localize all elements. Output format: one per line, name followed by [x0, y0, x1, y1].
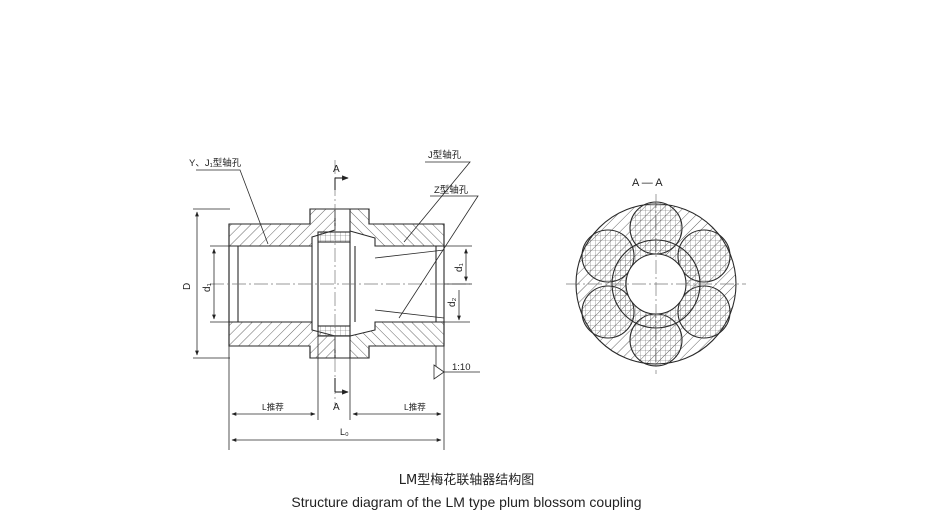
right-hub-lower-section	[349, 321, 445, 359]
elastic-element-upper	[317, 231, 351, 243]
label-taper: 1:10	[452, 362, 471, 373]
label-dim-D: D	[182, 283, 193, 290]
label-section-title: A — A	[632, 177, 663, 189]
label-dim-L-right: L推荐	[404, 402, 426, 412]
cross-section-view	[566, 194, 746, 374]
label-dim-d2: d₂	[447, 297, 458, 307]
label-bore-z: Z型轴孔	[434, 184, 469, 196]
label-section-top: A	[333, 164, 340, 175]
label-section-bottom: A	[333, 402, 340, 413]
right-hub-upper-section	[349, 208, 445, 247]
elastic-element-lower	[317, 325, 351, 337]
label-dim-L-left: L推荐	[262, 402, 284, 412]
label-dim-d1-right: d₁	[454, 262, 465, 272]
label-dim-d1-left: d₁	[202, 282, 213, 292]
side-view-labels: Y、J₁型轴孔 J型轴孔 Z型轴孔 A A D d₁ d₁ d₂ 1:10 L推…	[182, 149, 471, 437]
label-dim-L0: L₀	[340, 427, 349, 437]
caption-chinese: LM型梅花联轴器结构图	[398, 473, 535, 488]
label-bore-j: J型轴孔	[428, 149, 462, 161]
side-section-view	[193, 160, 480, 450]
label-bore-yj: Y、J₁型轴孔	[189, 157, 242, 169]
caption-english: Structure diagram of the LM type plum bl…	[291, 494, 642, 510]
